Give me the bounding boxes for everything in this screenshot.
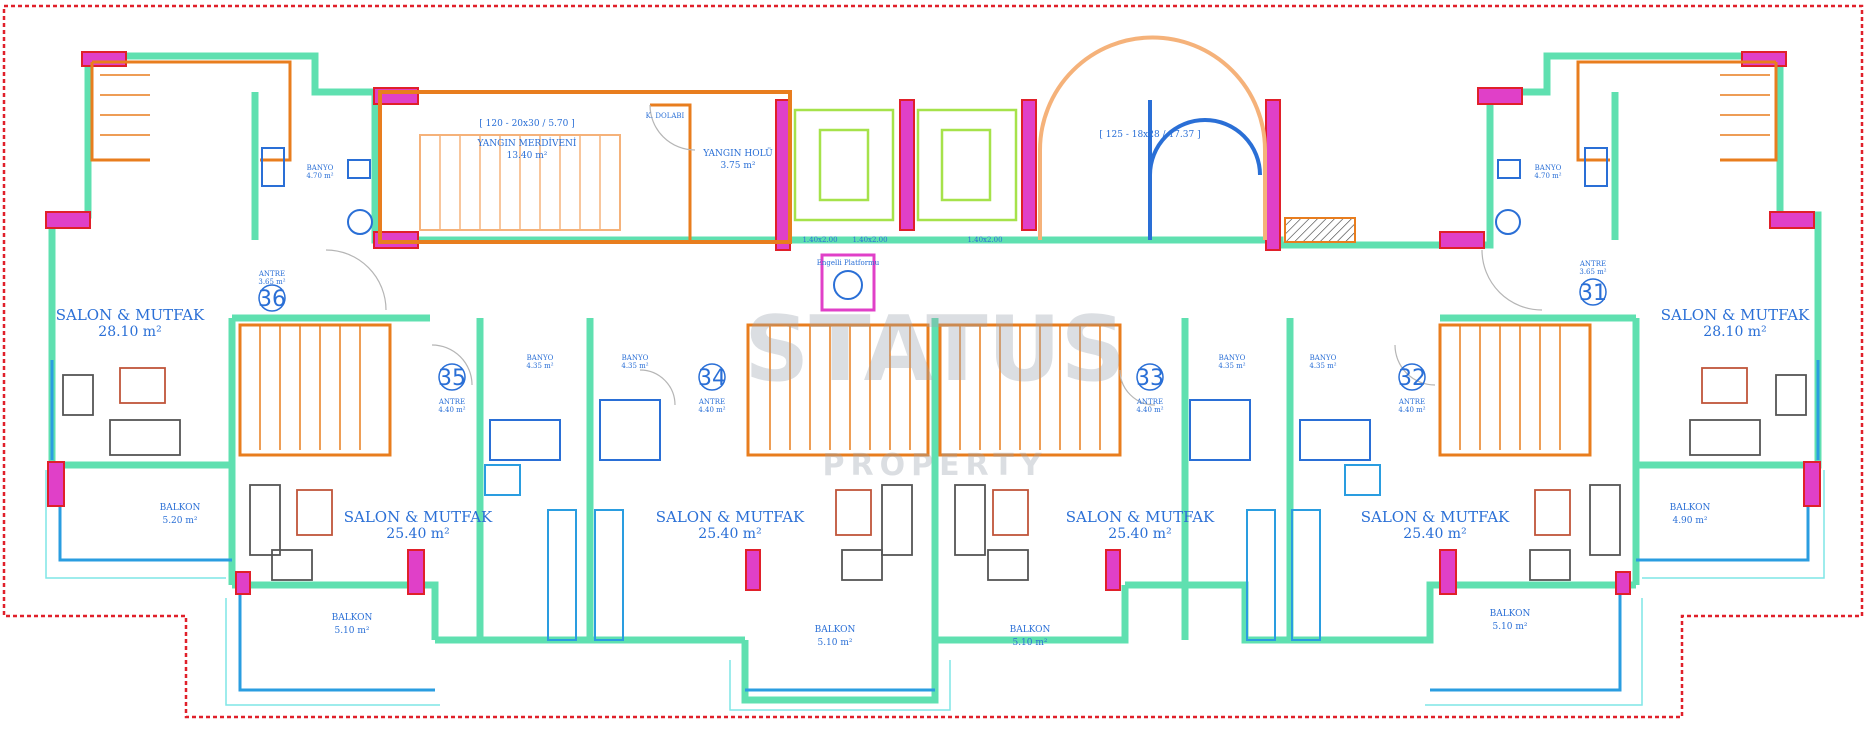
- elevator-shafts: [793, 108, 1018, 222]
- balcony-railings: [50, 360, 1820, 692]
- unit-35-salon-area: 25.40 m²: [386, 526, 449, 542]
- disabled-platform-icon: [820, 253, 876, 312]
- unit-32-balkon-area: 5.10 m²: [1492, 622, 1527, 632]
- unit-number-31: 31: [1579, 281, 1607, 306]
- unit-33-salon-area: 25.40 m²: [1108, 526, 1171, 542]
- unit-34-antre-area: 4.40 m²: [698, 406, 725, 414]
- site-boundary: [2, 4, 1864, 719]
- kitchen-counters: [484, 464, 1381, 641]
- unit-35-banyo-area: 4.35 m²: [526, 362, 553, 370]
- unit-number-rings: [258, 278, 1607, 391]
- unit-34-salon: SALON & MUTFAK: [656, 508, 805, 526]
- unit-35-balkon-area: 5.10 m²: [334, 626, 369, 636]
- fire-hall-label: YANGIN HOLÜ: [702, 147, 773, 159]
- unit-34-balkon-area: 5.10 m²: [817, 638, 852, 648]
- disabled-platform-label: Engelli Platformu: [817, 259, 880, 267]
- unit-number-34: 34: [698, 366, 726, 391]
- unit-36-banyo: BANYO: [307, 164, 334, 172]
- unit-36-salon: SALON & MUTFAK: [56, 306, 205, 324]
- unit-31-banyo: BANYO: [1535, 164, 1562, 172]
- elevator-a-dim: 1.40x2.00: [802, 236, 837, 244]
- unit-31-banyo-area: 4.70 m²: [1534, 172, 1561, 180]
- unit-31-balkon-area: 4.90 m²: [1672, 516, 1707, 526]
- elevator-c-dim: 1.40x2.00: [967, 236, 1002, 244]
- unit-34-balkon: BALKON: [815, 625, 856, 635]
- unit-32-balkon: BALKON: [1490, 609, 1531, 619]
- unit-number-32: 32: [1398, 366, 1426, 391]
- unit-number-33: 33: [1136, 366, 1164, 391]
- unit-number-35: 35: [438, 366, 466, 391]
- watermark-property: PROPERTY: [822, 448, 1047, 483]
- bathroom-fixtures: [261, 147, 1608, 461]
- unit-33-salon: SALON & MUTFAK: [1066, 508, 1215, 526]
- duplex-stairs: [90, 60, 1778, 457]
- unit-32-antre-area: 4.40 m²: [1398, 406, 1425, 414]
- unit-34-antre: ANTRE: [698, 398, 725, 406]
- unit-36-balkon-area: 5.20 m²: [162, 516, 197, 526]
- stair-treads: [100, 74, 1770, 450]
- unit-35-antre: ANTRE: [438, 398, 465, 406]
- unit-36-salon-area: 28.10 m²: [98, 324, 161, 340]
- main-stair-spec: [ 125 - 18x28 / 17.37 ]: [1099, 130, 1200, 140]
- unit-34-banyo: BANYO: [622, 354, 649, 362]
- unit-36-antre-area: 3.65 m²: [258, 278, 285, 286]
- furniture: [62, 367, 1807, 581]
- unit-31-balkon: BALKON: [1670, 503, 1711, 513]
- unit-31-antre: ANTRE: [1579, 260, 1606, 268]
- balcony-edges: [45, 470, 1825, 711]
- unit-32-banyo-area: 4.35 m²: [1309, 362, 1336, 370]
- unit-33-banyo-area: 4.35 m²: [1218, 362, 1245, 370]
- unit-32-salon: SALON & MUTFAK: [1361, 508, 1510, 526]
- watermark-status: STATUS: [744, 297, 1125, 402]
- unit-35-banyo: BANYO: [527, 354, 554, 362]
- unit-31-salon: SALON & MUTFAK: [1661, 306, 1810, 324]
- unit-number-36: 36: [258, 287, 286, 312]
- unit-34-salon-area: 25.40 m²: [698, 526, 761, 542]
- unit-32-banyo: BANYO: [1310, 354, 1337, 362]
- elevator-b-dim: 1.40x2.00: [852, 236, 887, 244]
- unit-33-banyo: BANYO: [1219, 354, 1246, 362]
- unit-32-salon-area: 25.40 m²: [1403, 526, 1466, 542]
- fire-stair-label: YANGIN MERDİVENİ: [477, 137, 577, 149]
- unit-33-antre-area: 4.40 m²: [1136, 406, 1163, 414]
- unit-36-balkon: BALKON: [160, 503, 201, 513]
- unit-34-banyo-area: 4.35 m²: [621, 362, 648, 370]
- unit-35-antre-area: 4.40 m²: [438, 406, 465, 414]
- unit-31-salon-area: 28.10 m²: [1703, 324, 1766, 340]
- unit-31-antre-area: 3.65 m²: [1579, 268, 1606, 276]
- exterior-walls: [48, 52, 1822, 704]
- door-swings: [325, 104, 1543, 406]
- unit-36-antre: ANTRE: [258, 270, 285, 278]
- unit-35-salon: SALON & MUTFAK: [344, 508, 493, 526]
- unit-32-antre: ANTRE: [1398, 398, 1425, 406]
- fire-stair-area: 13.40 m²: [507, 151, 548, 161]
- unit-33-balkon: BALKON: [1010, 625, 1051, 635]
- unit-33-balkon-area: 5.10 m²: [1012, 638, 1047, 648]
- closet-label: K. DOLABI: [646, 112, 685, 120]
- fire-escape-stair: [378, 90, 792, 244]
- main-spiral-stair: [1038, 35, 1267, 240]
- fire-stair-spec: [ 120 - 20x30 / 5.70 ]: [479, 119, 574, 129]
- shaft-hatch: [1284, 217, 1356, 243]
- fire-hall-area: 3.75 m²: [720, 161, 755, 171]
- unit-36-banyo-area: 4.70 m²: [306, 172, 333, 180]
- unit-33-antre: ANTRE: [1136, 398, 1163, 406]
- unit-35-balkon: BALKON: [332, 613, 373, 623]
